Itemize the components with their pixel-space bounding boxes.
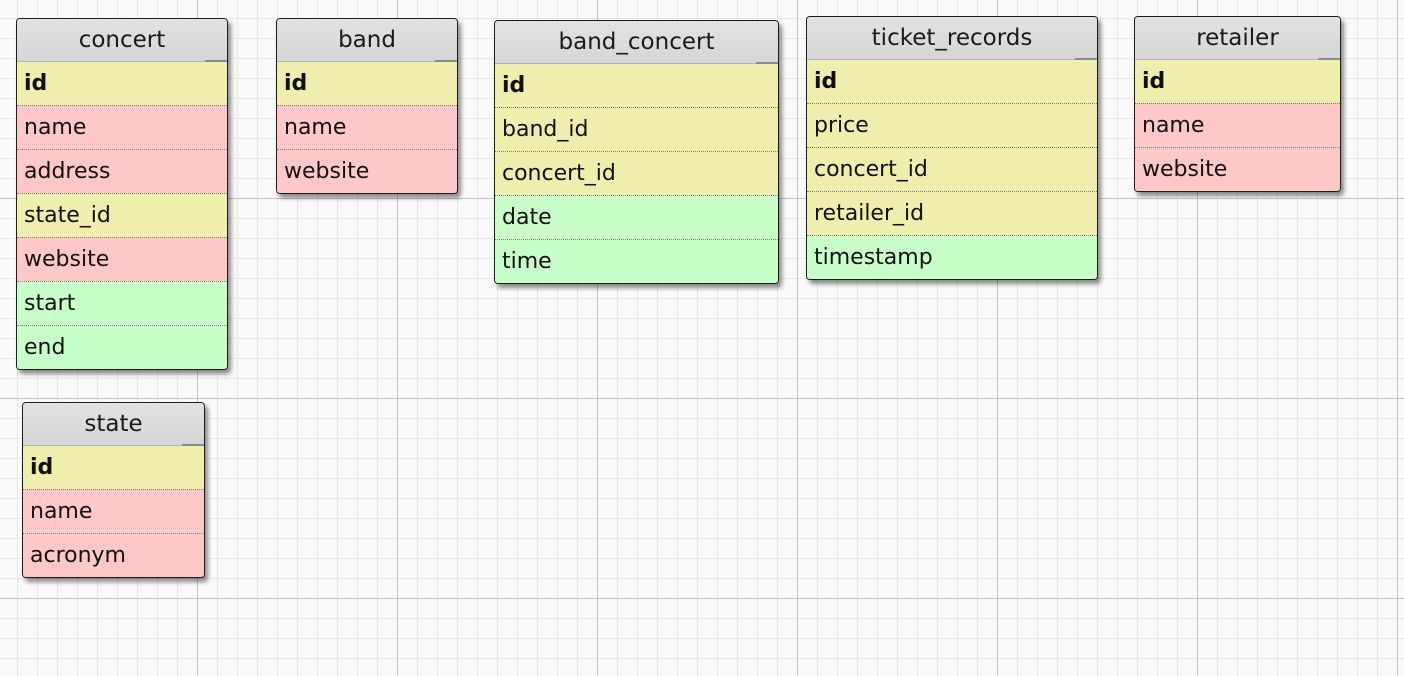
field-row[interactable]: timestamp	[807, 235, 1097, 279]
field-row[interactable]: id	[17, 62, 227, 105]
field-row[interactable]: website	[17, 237, 227, 281]
field-row[interactable]: address	[17, 149, 227, 193]
field-row[interactable]: id	[807, 60, 1097, 103]
field-row[interactable]: website	[277, 149, 457, 193]
field-row[interactable]: id	[23, 446, 204, 489]
table-title: band_concert	[495, 21, 778, 64]
field-row[interactable]: name	[1135, 103, 1340, 147]
field-row[interactable]: band_id	[495, 107, 778, 151]
table-band-concert[interactable]: band_concert id band_id concert_id date …	[494, 20, 779, 284]
table-band[interactable]: band id name website	[276, 18, 458, 194]
field-row[interactable]: retailer_id	[807, 191, 1097, 235]
field-row[interactable]: name	[277, 105, 457, 149]
field-row[interactable]: id	[495, 64, 778, 107]
field-row[interactable]: id	[1135, 60, 1340, 103]
field-row[interactable]: state_id	[17, 193, 227, 237]
table-title: band	[277, 19, 457, 62]
table-title: retailer	[1135, 17, 1340, 60]
field-row[interactable]: concert_id	[807, 147, 1097, 191]
field-row[interactable]: acronym	[23, 533, 204, 577]
table-title: concert	[17, 19, 227, 62]
field-row[interactable]: website	[1135, 147, 1340, 191]
table-state[interactable]: state id name acronym	[22, 402, 205, 578]
field-row[interactable]: id	[277, 62, 457, 105]
table-retailer[interactable]: retailer id name website	[1134, 16, 1341, 192]
table-title: ticket_records	[807, 17, 1097, 60]
field-row[interactable]: start	[17, 281, 227, 325]
field-row[interactable]: date	[495, 195, 778, 239]
table-ticket-records[interactable]: ticket_records id price concert_id retai…	[806, 16, 1098, 280]
table-concert[interactable]: concert id name address state_id website…	[16, 18, 228, 370]
field-row[interactable]: name	[23, 489, 204, 533]
field-row[interactable]: end	[17, 325, 227, 369]
table-title: state	[23, 403, 204, 446]
field-row[interactable]: name	[17, 105, 227, 149]
field-row[interactable]: concert_id	[495, 151, 778, 195]
field-row[interactable]: price	[807, 103, 1097, 147]
field-row[interactable]: time	[495, 239, 778, 283]
